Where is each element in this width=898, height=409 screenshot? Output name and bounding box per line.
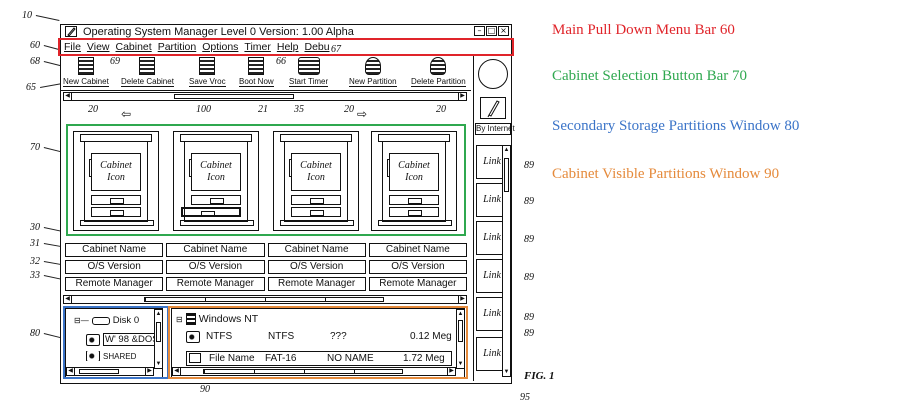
- close-button[interactable]: ×: [498, 26, 509, 36]
- ref-80: 80: [30, 328, 40, 339]
- delete-cabinet-icon: [139, 57, 155, 75]
- toolbar: New Cabinet Delete Cabinet Save Vroc Boo…: [61, 55, 471, 91]
- scroll-thumb[interactable]: [504, 158, 509, 192]
- leader-65: [40, 83, 62, 88]
- annotation-menu: Main Pull Down Menu Bar 60: [552, 22, 735, 39]
- boot-icon: [248, 57, 264, 75]
- cabinet-name[interactable]: Cabinet Name: [166, 243, 264, 257]
- start-timer-button[interactable]: Start Timer: [289, 57, 328, 87]
- delete-cabinet-label: Delete Cabinet: [121, 77, 174, 87]
- ref-89: 89: [524, 272, 534, 283]
- scroll-up-icon[interactable]: ▲: [503, 146, 510, 154]
- save-vroc-label: Save Vroc: [189, 77, 226, 87]
- os-version[interactable]: O/S Version: [65, 260, 163, 274]
- delete-cabinet-button[interactable]: Delete Cabinet: [121, 57, 174, 87]
- new-partition-label: New Partition: [349, 77, 397, 87]
- remote-manager[interactable]: Remote Manager: [65, 277, 163, 291]
- new-partition-button[interactable]: New Partition: [349, 57, 397, 87]
- ref-65: 65: [26, 82, 36, 93]
- visible-window-highlight: [168, 306, 468, 379]
- toolbar-scrollbar[interactable]: ◀ ▶: [63, 92, 467, 101]
- cabinet-name[interactable]: Cabinet Name: [65, 243, 163, 257]
- next-arrow-icon[interactable]: ⇨: [357, 107, 367, 121]
- ref-70: 70: [30, 142, 40, 153]
- leader-10: [36, 15, 60, 21]
- ref-66: 66: [276, 56, 286, 67]
- ref-89: 89: [524, 328, 534, 339]
- scroll-thumb[interactable]: [174, 94, 294, 99]
- boot-now-button[interactable]: Boot Now: [239, 57, 274, 87]
- new-cabinet-button[interactable]: New Cabinet: [63, 57, 109, 87]
- by-internet-button[interactable]: By Internet: [475, 123, 511, 135]
- delete-partition-button[interactable]: Delete Partition: [411, 57, 466, 87]
- internet-pen-button[interactable]: [480, 97, 506, 119]
- save-icon: [199, 57, 215, 75]
- ref-69: 69: [110, 56, 120, 67]
- figure-label: FIG. 1: [524, 370, 555, 382]
- minimize-button[interactable]: –: [474, 26, 485, 36]
- pen-icon: [481, 98, 505, 118]
- ref-33: 33: [30, 270, 40, 281]
- ref-31: 31: [30, 238, 40, 249]
- cabinet-name-row: Cabinet Name Cabinet Name Cabinet Name C…: [65, 243, 467, 257]
- new-cabinet-label: New Cabinet: [63, 77, 109, 87]
- scroll-right-icon[interactable]: ▶: [458, 296, 466, 303]
- annotation-storage: Secondary Storage Partitions Window 80: [552, 118, 799, 135]
- ref-20-a: 20: [88, 104, 98, 115]
- timer-icon: [298, 57, 320, 75]
- ref-32: 32: [30, 256, 40, 267]
- annotation-cabinet: Cabinet Selection Button Bar 70: [552, 68, 747, 85]
- window-title: Operating System Manager Level 0 Version…: [83, 26, 354, 38]
- ref-20-b: 20: [344, 104, 354, 115]
- cabinet-name[interactable]: Cabinet Name: [268, 243, 366, 257]
- ref-89: 89: [524, 160, 534, 171]
- remote-manager[interactable]: Remote Manager: [369, 277, 467, 291]
- links-vscroll[interactable]: ▲ ▼: [502, 145, 511, 377]
- maximize-button[interactable]: □: [486, 26, 497, 36]
- delete-partition-icon: [430, 57, 446, 75]
- menu-bar-highlight: [58, 38, 514, 56]
- title-bar[interactable]: Operating System Manager Level 0 Version…: [61, 25, 511, 39]
- save-vroc-button[interactable]: Save Vroc: [189, 57, 226, 87]
- ref-89: 89: [524, 234, 534, 245]
- pen-icon: [65, 26, 77, 37]
- remote-manager[interactable]: Remote Manager: [166, 277, 264, 291]
- annotation-visible: Cabinet Visible Partitions Window 90: [552, 166, 779, 183]
- side-panel: By Internet Link Link Link Link Link Lin…: [473, 55, 511, 381]
- cabinet-icon: [78, 57, 94, 75]
- prev-arrow-icon[interactable]: ⇦: [121, 107, 131, 121]
- ref-30: 30: [30, 222, 40, 233]
- boot-now-label: Boot Now: [239, 77, 274, 87]
- os-version[interactable]: O/S Version: [268, 260, 366, 274]
- storage-window-highlight: [63, 306, 169, 379]
- ref-100: 100: [196, 104, 211, 115]
- cabinet-name[interactable]: Cabinet Name: [369, 243, 467, 257]
- scroll-left-icon[interactable]: ◀: [64, 296, 72, 303]
- os-version-row: O/S Version O/S Version O/S Version O/S …: [65, 260, 467, 274]
- circle-button[interactable]: [478, 59, 508, 89]
- start-timer-label: Start Timer: [289, 77, 328, 87]
- ref-68: 68: [30, 56, 40, 67]
- ref-21: 21: [258, 104, 268, 115]
- remote-manager[interactable]: Remote Manager: [268, 277, 366, 291]
- ref-89: 89: [524, 196, 534, 207]
- scroll-right-icon[interactable]: ▶: [458, 93, 466, 100]
- scroll-thumb[interactable]: [144, 297, 384, 302]
- cabinet-scrollbar[interactable]: ◀ ▶: [63, 295, 467, 304]
- ref-89: 89: [524, 312, 534, 323]
- delete-partition-label: Delete Partition: [411, 77, 466, 87]
- ref-90: 90: [200, 384, 210, 395]
- ref-95: 95: [520, 392, 530, 403]
- new-partition-icon: [365, 57, 381, 75]
- os-version[interactable]: O/S Version: [369, 260, 467, 274]
- ref-60: 60: [30, 40, 40, 51]
- remote-manager-row: Remote Manager Remote Manager Remote Man…: [65, 277, 467, 291]
- scroll-down-icon[interactable]: ▼: [503, 368, 510, 376]
- scroll-left-icon[interactable]: ◀: [64, 93, 72, 100]
- ref-35: 35: [294, 104, 304, 115]
- cabinet-bar-highlight: [66, 124, 466, 236]
- ref-20-c: 20: [436, 104, 446, 115]
- os-version[interactable]: O/S Version: [166, 260, 264, 274]
- ref-10: 10: [22, 10, 32, 21]
